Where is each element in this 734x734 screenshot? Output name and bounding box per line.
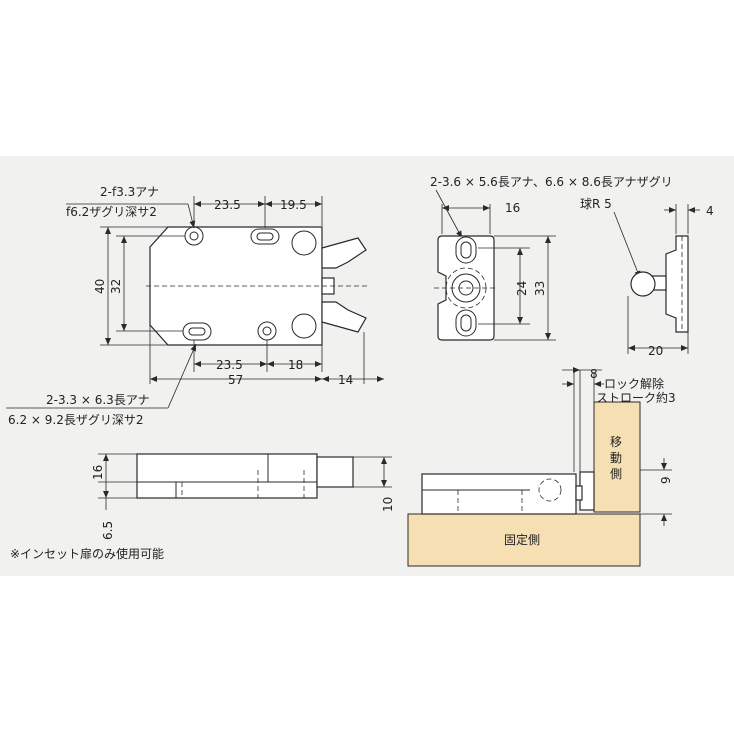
- dim-10: 10: [381, 497, 395, 512]
- dim-bottom-right: 18: [288, 358, 303, 372]
- round-hole-bottom-inner: [262, 326, 272, 336]
- fixed-side-label: 固定側: [504, 532, 540, 547]
- claw-upper: [321, 237, 367, 269]
- slot-leader-bottom: [167, 343, 197, 409]
- round-hole-top-inner: [189, 231, 199, 241]
- install-view: 固定側 移 動 側 8 ロック解除 ストローク約3: [407, 367, 676, 567]
- side-body: [136, 453, 318, 499]
- dim-height-outer: 40: [93, 279, 107, 294]
- dim-height-inner: 32: [109, 279, 123, 294]
- strike-hole-label: 2-3.6 × 5.6長アナ、6.6 × 8.6長アナザグリ: [430, 175, 673, 189]
- dim-6-5: 6.5: [101, 521, 115, 540]
- strike-dim-33: 33: [533, 281, 547, 296]
- install-ball: [538, 478, 562, 502]
- strike-hole-leader: [435, 189, 463, 239]
- ball-dim-4: 4: [706, 204, 714, 218]
- install-dim-9: 9: [659, 476, 673, 484]
- strike-slot-bottom: [455, 309, 477, 337]
- ball: [630, 271, 656, 297]
- strike-dim-width: 16: [505, 201, 520, 215]
- ball-leader: [613, 211, 641, 279]
- fixed-side-board: [407, 513, 641, 567]
- dim-top-left: 23.5: [214, 198, 241, 212]
- dim-top-right: 19.5: [280, 198, 307, 212]
- strike-slot-top: [455, 236, 477, 264]
- pivot-bottom: [291, 313, 317, 339]
- moving-side-label-2: 動: [610, 451, 622, 465]
- slot-hole-bottom: [182, 322, 212, 341]
- slot-label-line2: 6.2 × 9.2長ザグリ深サ2: [8, 413, 144, 427]
- slot-hole-top-inner: [256, 232, 274, 241]
- moving-side-label-1: 移: [610, 435, 622, 449]
- install-latch-body: [421, 473, 577, 515]
- side-view: 16 6.5 10 ※インセット扉のみ使用可能: [10, 453, 395, 561]
- moving-side-door: [593, 401, 641, 513]
- strike-view: 2-3.6 × 5.6長アナ、6.6 × 8.6長アナザグリ 16 24 33: [430, 175, 673, 341]
- front-view: 23.5 19.5 2-f3.3アナ f6.2ザグリ深サ2 40 32: [6, 185, 384, 427]
- slot-label-line1: 2-3.3 × 6.3長アナ: [46, 393, 150, 407]
- dim-bottom-left: 23.5: [216, 358, 243, 372]
- dim-claw: 14: [338, 373, 353, 387]
- claw-lower: [321, 301, 367, 333]
- pivot-top: [291, 230, 317, 256]
- dim-overall: 57: [228, 373, 243, 387]
- ball-dim-20: 20: [648, 344, 663, 358]
- ball-label: 球R 5: [580, 197, 612, 211]
- stroke-label-line2: ストローク約3: [596, 390, 676, 405]
- ball-view: 球R 5 4 20: [580, 197, 714, 358]
- strike-dim-24: 24: [515, 281, 529, 296]
- ball-plate: [665, 235, 689, 333]
- slot-hole-top: [250, 228, 280, 245]
- dim-16: 16: [91, 465, 105, 480]
- footnote: ※インセット扉のみ使用可能: [10, 546, 164, 561]
- stroke-label-line1: ロック解除: [604, 376, 664, 391]
- side-claw: [316, 456, 354, 488]
- install-dim-8: 8: [590, 367, 598, 381]
- slot-hole-bottom-inner: [188, 327, 206, 336]
- moving-side-label-3: 側: [610, 467, 622, 481]
- hole-label-line1: 2-f3.3アナ: [100, 185, 159, 199]
- hole-label-line2: f6.2ザグリ深サ2: [66, 205, 157, 219]
